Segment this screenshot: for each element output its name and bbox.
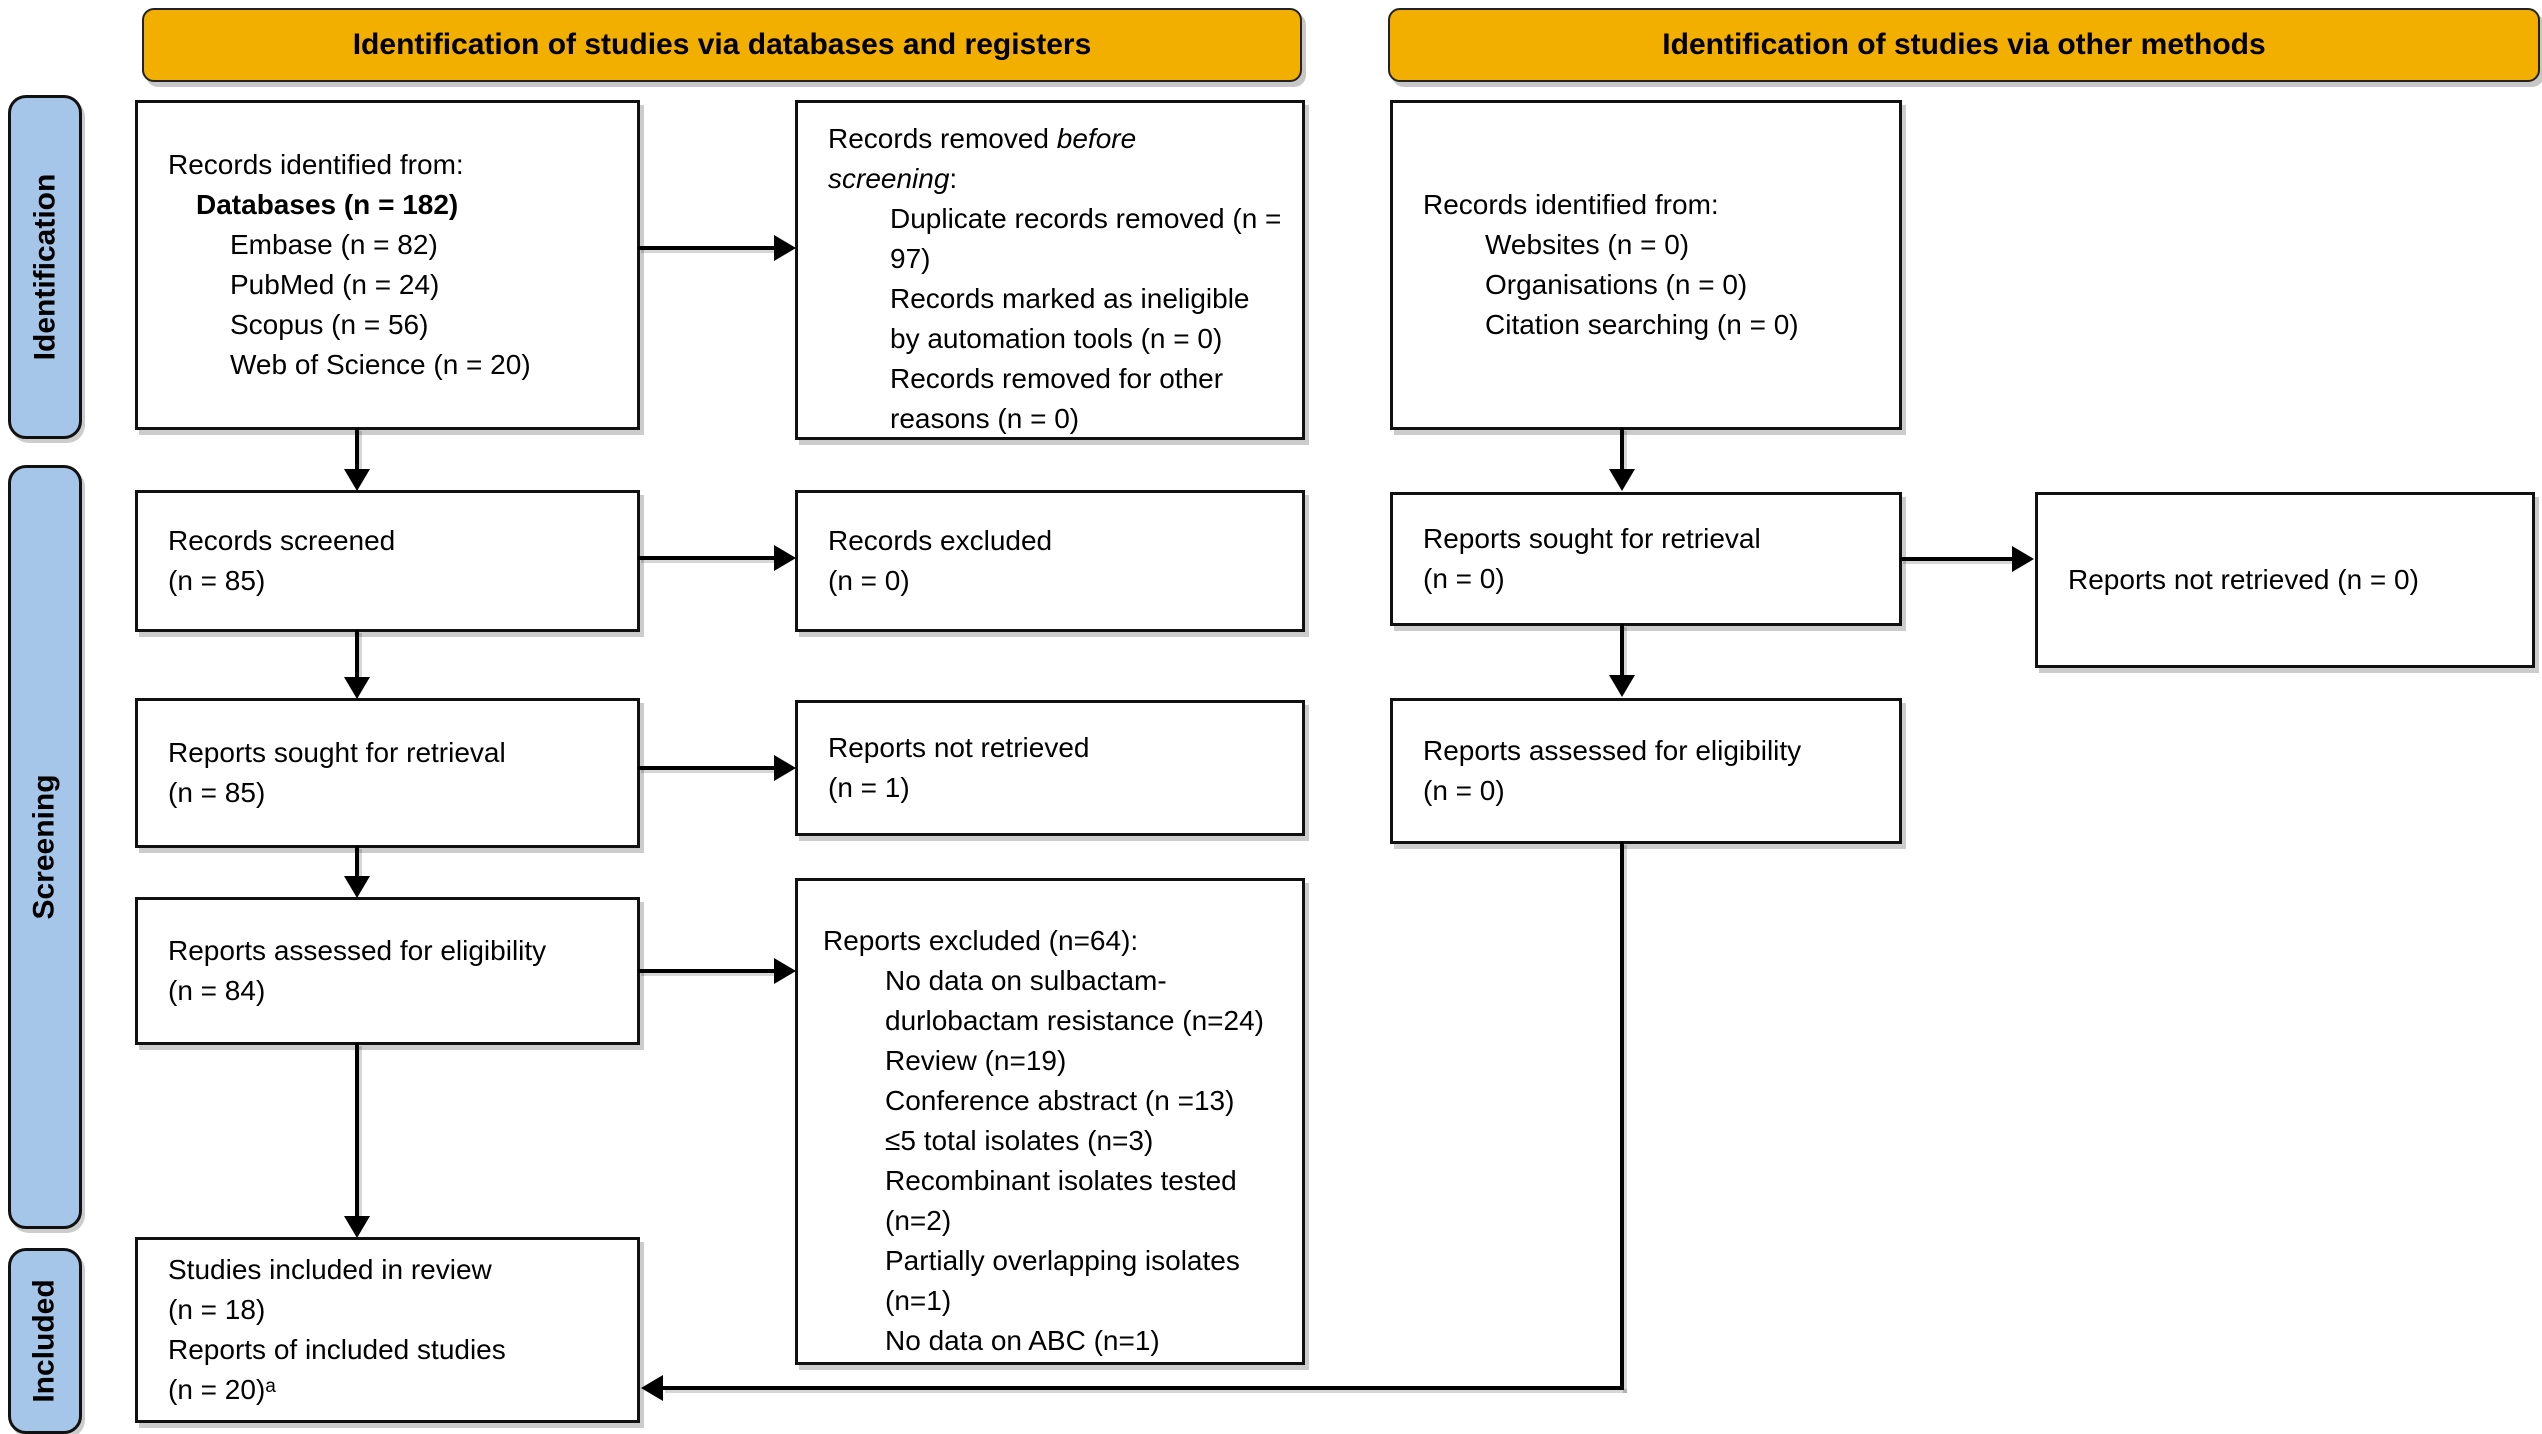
box-reports-not-retrieved-right: Reports not retrieved (n = 0) bbox=[2035, 492, 2535, 668]
records-screened-n: (n = 85) bbox=[168, 565, 266, 596]
removed-automation: Records marked as ineligible by automati… bbox=[890, 283, 1250, 355]
databases-total: Databases (n = 182) bbox=[196, 188, 459, 220]
connector-sought-right-to-assessed bbox=[1620, 624, 1624, 678]
records-excluded-n: (n = 0) bbox=[828, 565, 910, 596]
box-reports-sought-left: Reports sought for retrieval (n = 85) bbox=[135, 698, 640, 848]
connector-identified-to-removed bbox=[638, 246, 776, 250]
arrowhead-screened-to-sought bbox=[344, 677, 370, 699]
stage-identification: Identification bbox=[8, 95, 82, 439]
source-websites: Websites (n = 0) bbox=[1485, 228, 1690, 260]
stage-included-label: Included bbox=[28, 1279, 61, 1403]
records-removed-intro-prefix: Records removed bbox=[828, 123, 1057, 154]
not-retrieved-right-line: Reports not retrieved (n = 0) bbox=[2068, 563, 2419, 595]
arrowhead-screened-to-excluded bbox=[774, 545, 796, 571]
connector-sought-to-assessed bbox=[355, 846, 359, 878]
not-retrieved-left-line: Reports not retrieved bbox=[828, 731, 1090, 763]
source-scopus: Scopus (n = 56) bbox=[230, 309, 429, 341]
reports-assessed-right-line: Reports assessed for eligibility bbox=[1423, 734, 1802, 766]
source-embase: Embase (n = 82) bbox=[230, 228, 438, 260]
stage-screening: Screening bbox=[8, 465, 82, 1229]
box-reports-not-retrieved-left: Reports not retrieved (n = 1) bbox=[795, 700, 1305, 836]
reports-assessed-left-line: Reports assessed for eligibility bbox=[168, 934, 547, 966]
arrowhead-assessed-to-included bbox=[344, 1216, 370, 1238]
arrowhead-identified-to-removed bbox=[774, 235, 796, 261]
excluded-recombinant: Recombinant isolates tested (n=2) bbox=[885, 1165, 1237, 1237]
box-records-identified-other: Records identified from: Websites (n = 0… bbox=[1390, 100, 1902, 430]
arrowhead-assessed-to-excluded-reasons bbox=[774, 958, 796, 984]
connector-identified-to-screened bbox=[355, 428, 359, 472]
source-pubmed: PubMed (n = 24) bbox=[230, 269, 440, 300]
reports-sought-left-n: (n = 85) bbox=[168, 777, 266, 808]
excluded-partially-overlapping: Partially overlapping isolates (n=1) bbox=[885, 1245, 1240, 1317]
box-reports-sought-right: Reports sought for retrieval (n = 0) bbox=[1390, 492, 1902, 626]
records-removed-intro-italic: before screening bbox=[828, 123, 1137, 195]
connector-assessed-right-down bbox=[1620, 842, 1624, 1390]
source-web-of-science: Web of Science (n = 20) bbox=[230, 349, 531, 381]
banner-other-methods: Identification of studies via other meth… bbox=[1388, 8, 2540, 82]
removed-other: Records removed for other reasons (n = 0… bbox=[890, 363, 1224, 435]
connector-assessed-to-excluded-reasons bbox=[638, 969, 776, 973]
reports-assessed-right-n: (n = 0) bbox=[1423, 775, 1505, 806]
banner-databases-registers-label: Identification of studies via databases … bbox=[352, 28, 1092, 61]
reports-excluded-title: Reports excluded (n=64): bbox=[823, 925, 1139, 956]
arrowhead-assessed-right-to-included bbox=[641, 1375, 663, 1401]
source-organisations: Organisations (n = 0) bbox=[1485, 269, 1748, 300]
studies-included-n: (n = 18) bbox=[168, 1293, 266, 1325]
reports-sought-right-line: Reports sought for retrieval bbox=[1423, 522, 1761, 554]
records-identified-other-intro: Records identified from: bbox=[1423, 188, 1719, 220]
arrowhead-sought-to-not-retrieved bbox=[774, 755, 796, 781]
reports-sought-left-line: Reports sought for retrieval bbox=[168, 736, 506, 768]
reports-sought-right-n: (n = 0) bbox=[1423, 563, 1505, 594]
excluded-5-isolates: ≤5 total isolates (n=3) bbox=[885, 1125, 1154, 1157]
stage-identification-label: Identification bbox=[28, 173, 62, 361]
excluded-no-data-sulbactam: No data on sulbactam-durlobactam resista… bbox=[885, 965, 1264, 1037]
reports-included-n: (n = 20)ᵃ bbox=[168, 1374, 276, 1406]
stage-screening-label: Screening bbox=[28, 774, 61, 920]
connector-screened-to-excluded bbox=[638, 556, 776, 560]
arrowhead-identified-other-to-sought bbox=[1609, 469, 1635, 491]
records-removed-intro-colon: : bbox=[949, 163, 958, 195]
excluded-conference-abstract: Conference abstract (n =13) bbox=[885, 1085, 1235, 1117]
excluded-no-data-abc: No data on ABC (n=1) bbox=[885, 1325, 1160, 1357]
reports-included-line: Reports of included studies bbox=[168, 1334, 506, 1365]
connector-assessed-to-included bbox=[355, 1043, 359, 1217]
records-excluded-line: Records excluded bbox=[828, 524, 1053, 556]
box-records-screened: Records screened (n = 85) bbox=[135, 490, 640, 632]
removed-duplicates: Duplicate records removed (n = 97) bbox=[890, 203, 1282, 275]
banner-databases-registers: Identification of studies via databases … bbox=[142, 8, 1302, 82]
studies-included-line: Studies included in review bbox=[168, 1253, 492, 1285]
records-identified-intro: Records identified from: bbox=[168, 148, 464, 180]
records-screened-line: Records screened bbox=[168, 524, 396, 556]
reports-assessed-left-n: (n = 84) bbox=[168, 975, 266, 1006]
arrowhead-sought-right-to-assessed bbox=[1609, 675, 1635, 697]
not-retrieved-left-n: (n = 1) bbox=[828, 772, 910, 803]
connector-sought-right-to-not-retrieved bbox=[1900, 557, 2014, 561]
source-citation-searching: Citation searching (n = 0) bbox=[1485, 309, 1799, 341]
connector-sought-to-not-retrieved bbox=[638, 766, 776, 770]
arrowhead-identified-to-screened bbox=[344, 469, 370, 491]
box-reports-assessed-right: Reports assessed for eligibility (n = 0) bbox=[1390, 698, 1902, 844]
box-reports-excluded-reasons: Reports excluded (n=64): No data on sulb… bbox=[795, 878, 1305, 1365]
connector-assessed-right-to-included bbox=[662, 1386, 1624, 1390]
box-reports-assessed-left: Reports assessed for eligibility (n = 84… bbox=[135, 897, 640, 1045]
box-studies-included: Studies included in review (n = 18) Repo… bbox=[135, 1237, 640, 1423]
records-removed-intro: Records removed before screening: bbox=[828, 119, 1218, 199]
arrowhead-sought-to-assessed bbox=[344, 876, 370, 898]
banner-other-methods-label: Identification of studies via other meth… bbox=[1662, 28, 2266, 61]
box-records-identified-databases: Records identified from: Databases (n = … bbox=[135, 100, 640, 430]
excluded-review: Review (n=19) bbox=[885, 1045, 1067, 1077]
box-records-removed: Records removed before screening: Duplic… bbox=[795, 100, 1305, 440]
stage-included: Included bbox=[8, 1248, 82, 1434]
connector-screened-to-sought bbox=[355, 630, 359, 678]
box-records-excluded: Records excluded (n = 0) bbox=[795, 490, 1305, 632]
arrowhead-sought-right-to-not-retrieved bbox=[2012, 546, 2034, 572]
connector-identified-other-to-sought bbox=[1620, 428, 1624, 472]
